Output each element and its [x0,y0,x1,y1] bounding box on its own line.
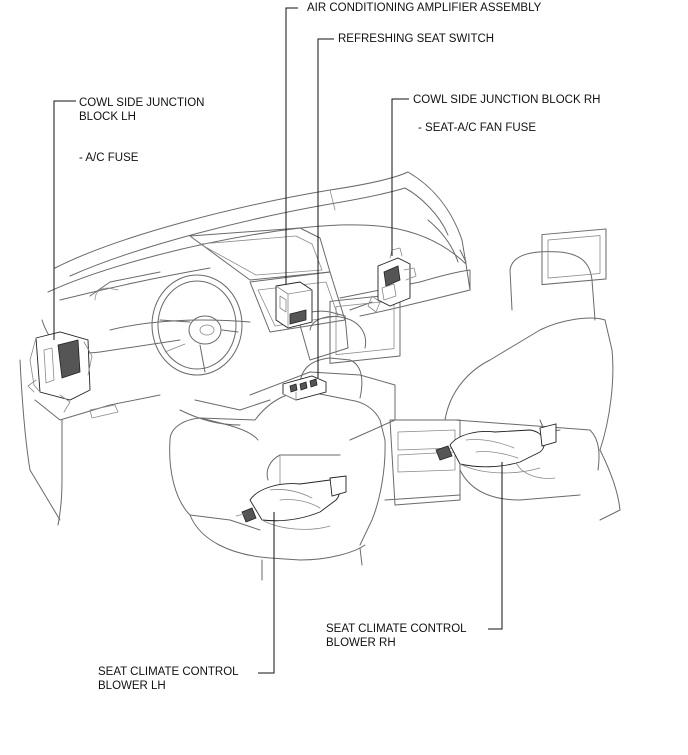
ac-amplifier-part [275,281,313,329]
label-refreshing-seat-switch: REFRESHING SEAT SWITCH [338,33,495,45]
leader-refreshing-seat-switch [317,38,334,378]
label-cowl-junction-lh-line2: BLOCK LH [79,111,136,123]
label-ac-fuse: - A/C FUSE [79,152,139,164]
label-blower-lh-line1: SEAT CLIMATE CONTROL [98,666,239,678]
blower-rh-part [435,423,557,474]
cowl-junction-block-lh-part [27,331,93,413]
leader-cowl-rh [391,98,409,256]
leader-lines [53,7,503,674]
label-seat-ac-fan-fuse: - SEAT-A/C FAN FUSE [418,122,536,134]
center-console [249,293,461,506]
cowl-junction-block-rh-part [367,247,417,313]
blower-lh-part [235,475,347,530]
label-cowl-junction-lh-line1: COWL SIDE JUNCTION [79,97,205,109]
steering-wheel [151,274,243,376]
label-blower-rh-line2: BLOWER RH [326,637,396,649]
label-blower-lh-line2: BLOWER LH [98,680,166,692]
label-blower-rh-line1: SEAT CLIMATE CONTROL [326,623,467,635]
passenger-seat [444,228,621,521]
label-ac-amplifier: AIR CONDITIONING AMPLIFIER ASSEMBLY [307,2,542,14]
refreshing-seat-switch-part [282,375,327,401]
label-cowl-junction-rh: COWL SIDE JUNCTION BLOCK RH [413,94,601,106]
leader-blower-lh [258,512,275,674]
leader-blower-rh [488,462,503,630]
driver-seat [169,316,386,581]
leader-cowl-lh [53,100,76,340]
windshield-outline [54,171,467,277]
leader-ac-amplifier [285,7,298,284]
